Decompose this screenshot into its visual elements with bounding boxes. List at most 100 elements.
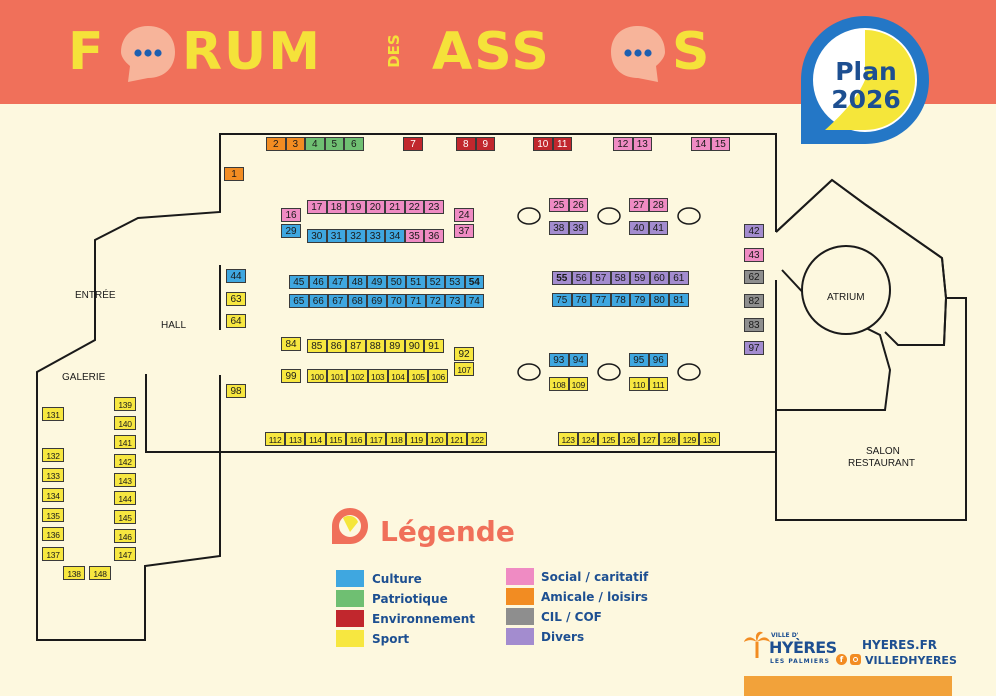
stand-75[interactable]: 75 <box>552 293 572 307</box>
stand-76[interactable]: 76 <box>571 293 591 307</box>
stand-12[interactable]: 12 <box>613 137 633 151</box>
stand-38[interactable]: 38 <box>549 221 569 235</box>
stand-59[interactable]: 59 <box>630 271 650 285</box>
stand-86[interactable]: 86 <box>326 339 346 353</box>
stand-121[interactable]: 121 <box>446 432 467 446</box>
stand-53[interactable]: 53 <box>445 275 465 289</box>
stand-107[interactable]: 107 <box>454 362 474 376</box>
stand-65[interactable]: 65 <box>289 294 309 308</box>
stand-14[interactable]: 14 <box>691 137 711 151</box>
stand-131[interactable]: 131 <box>42 407 64 421</box>
facebook-icon[interactable]: f <box>836 654 847 665</box>
stand-108[interactable]: 108 <box>549 377 569 391</box>
stand-74[interactable]: 74 <box>464 294 484 308</box>
stand-8[interactable]: 8 <box>456 137 476 151</box>
stand-89[interactable]: 89 <box>385 339 405 353</box>
stand-18[interactable]: 18 <box>326 200 346 214</box>
stand-125[interactable]: 125 <box>598 432 619 446</box>
stand-148[interactable]: 148 <box>89 566 111 580</box>
stand-47[interactable]: 47 <box>328 275 348 289</box>
stand-30[interactable]: 30 <box>307 229 327 243</box>
stand-112[interactable]: 112 <box>265 432 286 446</box>
stand-73[interactable]: 73 <box>445 294 465 308</box>
stand-35[interactable]: 35 <box>404 229 424 243</box>
stand-141[interactable]: 141 <box>114 435 136 449</box>
stand-1[interactable]: 1 <box>224 167 244 181</box>
stand-37[interactable]: 37 <box>454 224 474 238</box>
stand-91[interactable]: 91 <box>424 339 444 353</box>
stand-39[interactable]: 39 <box>568 221 588 235</box>
stand-2[interactable]: 2 <box>266 137 286 151</box>
stand-128[interactable]: 128 <box>659 432 680 446</box>
stand-136[interactable]: 136 <box>42 527 64 541</box>
stand-48[interactable]: 48 <box>347 275 367 289</box>
stand-144[interactable]: 144 <box>114 491 136 505</box>
stand-79[interactable]: 79 <box>630 293 650 307</box>
stand-20[interactable]: 20 <box>365 200 385 214</box>
stand-85[interactable]: 85 <box>307 339 327 353</box>
stand-104[interactable]: 104 <box>387 369 408 383</box>
stand-63[interactable]: 63 <box>226 292 246 306</box>
stand-44[interactable]: 44 <box>226 269 246 283</box>
stand-52[interactable]: 52 <box>425 275 445 289</box>
stand-116[interactable]: 116 <box>345 432 366 446</box>
stand-101[interactable]: 101 <box>327 369 348 383</box>
stand-3[interactable]: 3 <box>285 137 305 151</box>
stand-36[interactable]: 36 <box>424 229 444 243</box>
stand-78[interactable]: 78 <box>610 293 630 307</box>
stand-58[interactable]: 58 <box>610 271 630 285</box>
stand-146[interactable]: 146 <box>114 529 136 543</box>
stand-61[interactable]: 61 <box>669 271 689 285</box>
stand-92[interactable]: 92 <box>454 347 474 361</box>
stand-70[interactable]: 70 <box>386 294 406 308</box>
stand-32[interactable]: 32 <box>346 229 366 243</box>
stand-88[interactable]: 88 <box>365 339 385 353</box>
stand-26[interactable]: 26 <box>568 198 588 212</box>
stand-33[interactable]: 33 <box>365 229 385 243</box>
stand-23[interactable]: 23 <box>424 200 444 214</box>
stand-143[interactable]: 143 <box>114 473 136 487</box>
stand-115[interactable]: 115 <box>325 432 346 446</box>
stand-123[interactable]: 123 <box>558 432 579 446</box>
stand-64[interactable]: 64 <box>226 314 246 328</box>
website-link[interactable]: HYERES.FR <box>862 638 938 652</box>
stand-142[interactable]: 142 <box>114 454 136 468</box>
stand-111[interactable]: 111 <box>648 377 668 391</box>
stand-56[interactable]: 56 <box>571 271 591 285</box>
stand-24[interactable]: 24 <box>454 208 474 222</box>
stand-110[interactable]: 110 <box>629 377 649 391</box>
stand-5[interactable]: 5 <box>324 137 344 151</box>
stand-66[interactable]: 66 <box>308 294 328 308</box>
stand-43[interactable]: 43 <box>744 248 764 262</box>
stand-124[interactable]: 124 <box>578 432 599 446</box>
stand-113[interactable]: 113 <box>285 432 306 446</box>
stand-122[interactable]: 122 <box>467 432 488 446</box>
stand-4[interactable]: 4 <box>305 137 325 151</box>
stand-90[interactable]: 90 <box>404 339 424 353</box>
stand-55[interactable]: 55 <box>552 271 572 285</box>
stand-29[interactable]: 29 <box>281 224 301 238</box>
stand-28[interactable]: 28 <box>648 198 668 212</box>
stand-72[interactable]: 72 <box>425 294 445 308</box>
stand-140[interactable]: 140 <box>114 416 136 430</box>
stand-99[interactable]: 99 <box>281 369 301 383</box>
stand-10[interactable]: 10 <box>533 137 553 151</box>
stand-13[interactable]: 13 <box>632 137 652 151</box>
instagram-icon[interactable] <box>850 654 861 665</box>
stand-51[interactable]: 51 <box>406 275 426 289</box>
stand-27[interactable]: 27 <box>629 198 649 212</box>
stand-84[interactable]: 84 <box>281 337 301 351</box>
stand-69[interactable]: 69 <box>367 294 387 308</box>
stand-34[interactable]: 34 <box>385 229 405 243</box>
stand-41[interactable]: 41 <box>648 221 668 235</box>
stand-17[interactable]: 17 <box>307 200 327 214</box>
stand-106[interactable]: 106 <box>428 369 449 383</box>
stand-67[interactable]: 67 <box>328 294 348 308</box>
stand-127[interactable]: 127 <box>638 432 659 446</box>
stand-46[interactable]: 46 <box>308 275 328 289</box>
stand-62[interactable]: 62 <box>744 270 764 284</box>
stand-97[interactable]: 97 <box>744 341 764 355</box>
stand-60[interactable]: 60 <box>649 271 669 285</box>
stand-117[interactable]: 117 <box>366 432 387 446</box>
stand-42[interactable]: 42 <box>744 224 764 238</box>
